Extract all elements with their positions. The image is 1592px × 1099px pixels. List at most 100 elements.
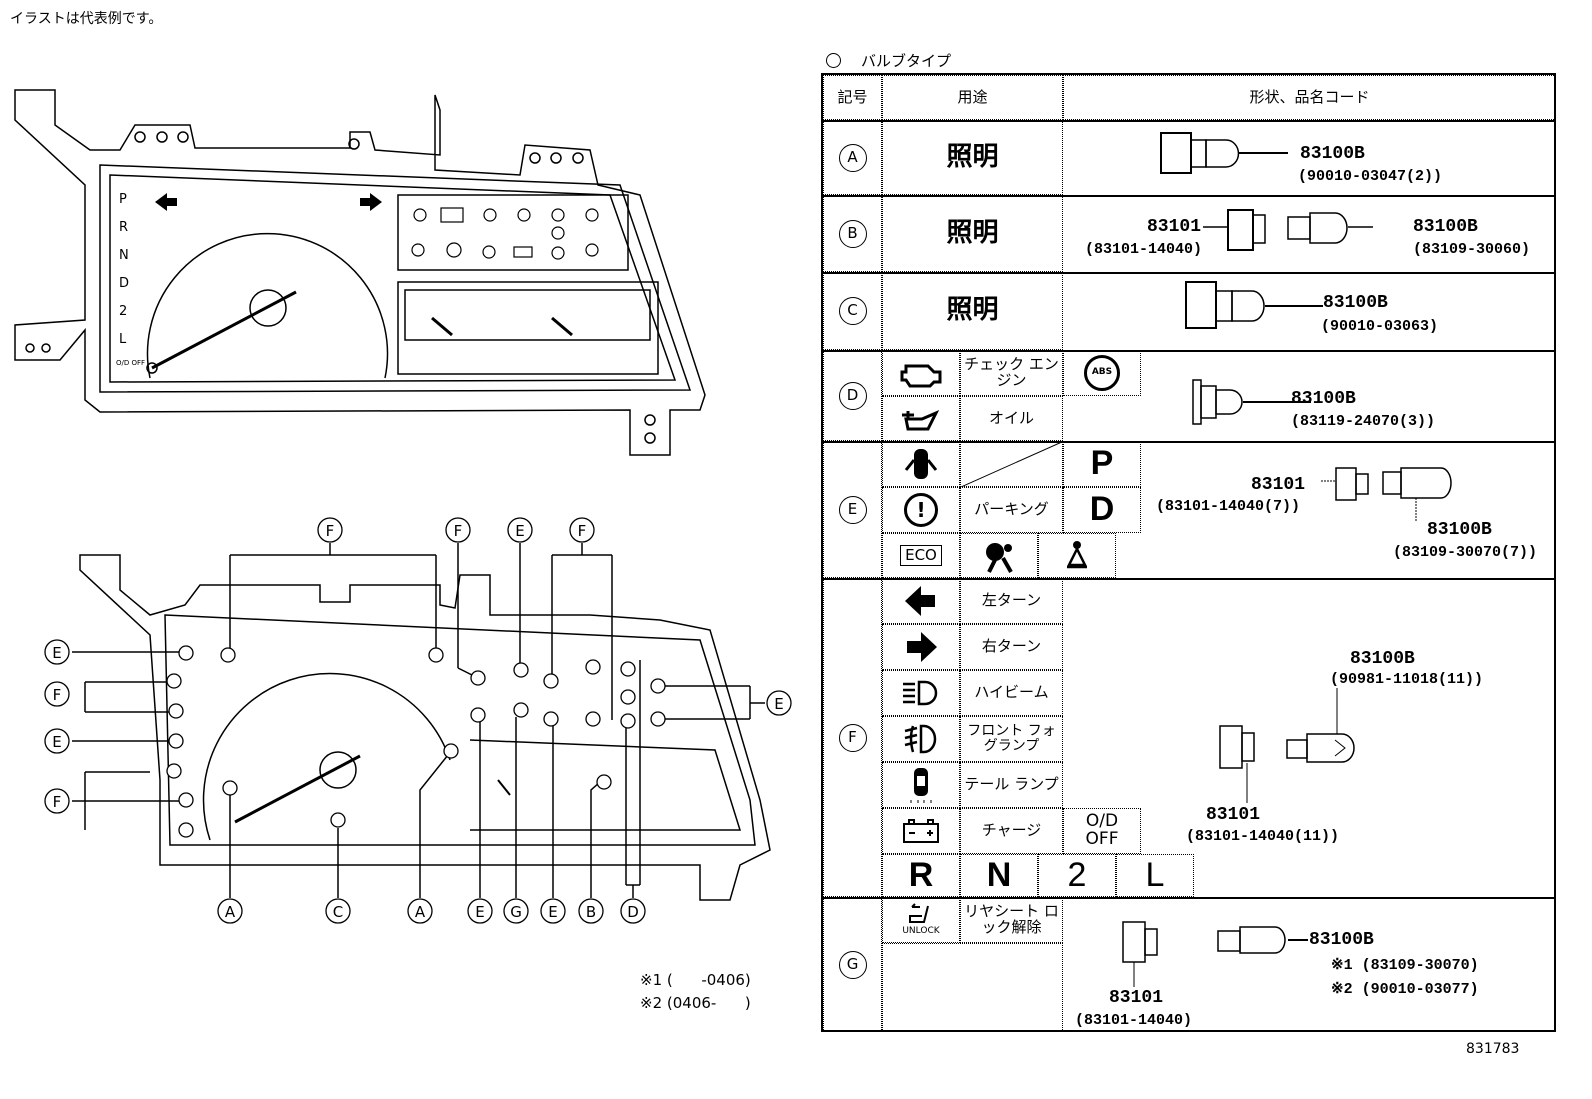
abs-icon: ABS	[1063, 350, 1141, 396]
rear-seat-unlock-icon: UNLOCK	[882, 897, 960, 943]
oil-pressure-icon	[882, 396, 960, 441]
callout-e: E	[475, 903, 484, 921]
indicator-2: 2	[1038, 854, 1116, 897]
socket-and-bulb-icon	[1203, 209, 1373, 251]
meter-top-view	[14, 89, 706, 456]
svg-text:D: D	[119, 276, 129, 291]
svg-text:2: 2	[119, 304, 127, 319]
callout-f: F	[454, 522, 463, 540]
callout-f: F	[578, 522, 587, 540]
callout-f: F	[53, 793, 62, 811]
row-e-symbol: E	[823, 441, 882, 578]
bulb-type-table: 記号 用途 形状、品名コード A 照明 83100B (90010-03047(…	[821, 73, 1556, 1032]
bulb-sockets	[166, 645, 666, 838]
footnote-1: ※1 ( -0406)	[640, 971, 751, 989]
gear-indicator-labels: P R N D 2 L O/D OFF	[116, 192, 145, 367]
blank-diagonal-cell	[960, 441, 1063, 487]
row-a-bulb: 83100B (90010-03047(2))	[1063, 120, 1556, 195]
header-symbol: 記号	[823, 75, 882, 120]
svg-text:O/D OFF: O/D OFF	[116, 359, 145, 367]
row-f-symbol: F	[823, 578, 882, 897]
row-g-symbol: G	[823, 897, 882, 1032]
figure-code: 831783	[1466, 1041, 1520, 1057]
row-b-bulb: 83101 (83101-14040) 83100B (83109-30060)	[1063, 195, 1556, 272]
check-engine-icon	[882, 350, 960, 396]
oil-label: オイル	[960, 396, 1063, 441]
svg-text:N: N	[119, 248, 129, 263]
front-fog-label: フロント フォグランプ	[960, 716, 1063, 762]
right-turn-icon	[882, 624, 960, 670]
representative-note: イラストは代表例です。	[10, 11, 163, 27]
row-g-bulb: 83101 (83101-14040) 83100B ※1 (83109-300…	[1063, 897, 1556, 1032]
header-shape-code: 形状、品名コード	[1063, 75, 1556, 120]
indicator-n: N	[960, 854, 1038, 897]
parking-brake-icon: !	[882, 487, 960, 533]
row-a-use: 照明	[882, 120, 1063, 195]
svg-text:R: R	[119, 220, 128, 235]
socket-and-bulb-icon	[1122, 921, 1308, 987]
indicator-l: L	[1116, 854, 1194, 897]
callout-e: E	[515, 522, 524, 540]
check-engine-label: チェック エンジン	[960, 350, 1063, 396]
high-beam-label: ハイビーム	[960, 670, 1063, 716]
socket-and-bulb-icon	[1219, 688, 1355, 803]
bulb-socket-icon	[1192, 379, 1311, 425]
warning-lamp-icons	[411, 207, 599, 260]
meter-rear-view	[72, 543, 771, 901]
svg-text:P: P	[119, 192, 127, 207]
callout-e: E	[52, 644, 61, 662]
tail-lamp-label: テール ランプ	[960, 762, 1063, 808]
callout-a: A	[415, 903, 426, 921]
charge-label: チャージ	[960, 808, 1063, 854]
row-c-use: 照明	[882, 272, 1063, 350]
right-turn-label: 右ターン	[960, 624, 1063, 670]
row-c-symbol: C	[823, 272, 882, 350]
tail-lamp-icon	[882, 762, 960, 808]
indicator-d: D	[1063, 487, 1141, 533]
row-e-bulb: 83101 (83101-14040(7)) 83100B (83109-300…	[1141, 441, 1556, 578]
row-f-bulb: 83100B (90981-11018(11)) 83101 (83101-14…	[1186, 649, 1484, 845]
row-g-empty-cell	[882, 943, 1063, 1032]
table-title: バルブタイプ	[826, 50, 951, 71]
row-b-use: 照明	[882, 195, 1063, 272]
left-turn-indicator-icon	[155, 193, 177, 211]
charge-battery-icon	[882, 808, 960, 854]
left-turn-icon	[882, 578, 960, 624]
eco-indicator-icon: ECO	[882, 533, 960, 578]
front-fog-icon	[882, 716, 960, 762]
row-c-bulb: 83100B (90010-03063)	[1063, 272, 1556, 350]
callout-d: D	[627, 903, 639, 921]
socket-and-bulb-icon	[1321, 467, 1452, 521]
callout-a: A	[225, 903, 236, 921]
svg-text:L: L	[119, 332, 127, 347]
callout-e: E	[774, 695, 783, 713]
left-turn-label: 左ターン	[960, 578, 1063, 624]
callout-g: G	[510, 903, 522, 921]
airbag-icon	[960, 533, 1038, 578]
right-turn-indicator-icon	[360, 193, 382, 211]
callout-e: E	[548, 903, 557, 921]
rear-seat-unlock-label: リヤシート ロック解除	[960, 897, 1063, 943]
row-b-symbol: B	[823, 195, 882, 272]
bulb-socket-icon	[1185, 281, 1323, 329]
combination-meter-diagram: P R N D 2 L O/D OFF	[14, 89, 792, 1012]
row-a-symbol: A	[823, 120, 882, 195]
parking-label: パーキング	[960, 487, 1063, 533]
high-beam-icon	[882, 670, 960, 716]
door-ajar-icon	[882, 441, 960, 487]
row-d-bulb: 83100B (83119-24070(3))	[1141, 350, 1556, 441]
callout-b: B	[586, 903, 596, 921]
od-off-indicator: O/D OFF	[1063, 808, 1141, 854]
bulb-socket-icon	[1160, 132, 1288, 174]
seatbelt-icon	[1038, 533, 1116, 578]
indicator-r: R	[882, 854, 960, 897]
circle-bullet-icon	[826, 53, 841, 68]
indicator-p: P	[1063, 441, 1141, 487]
callout-f: F	[326, 522, 335, 540]
header-use: 用途	[882, 75, 1063, 120]
callout-c: C	[333, 903, 343, 921]
footnote-2: ※2 (0406- )	[640, 994, 751, 1012]
callout-labels: F F E F E F E F E A C A E G E B D	[44, 517, 792, 924]
callout-e: E	[52, 733, 61, 751]
row-d-symbol: D	[823, 350, 882, 441]
